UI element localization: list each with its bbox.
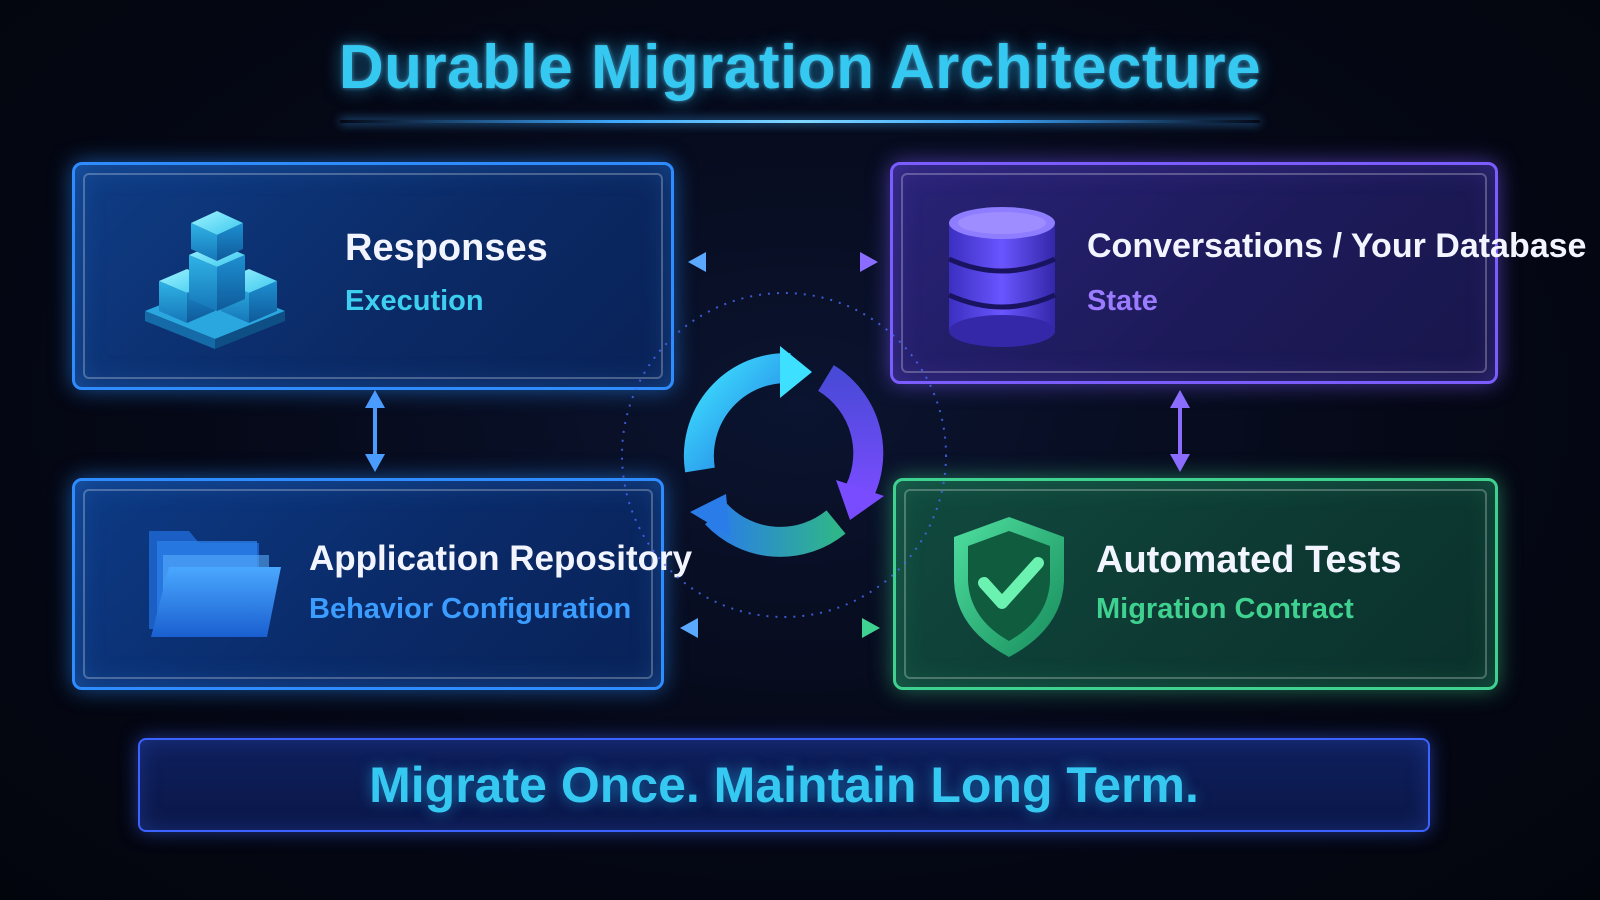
footer-banner: Migrate Once. Maintain Long Term. (138, 738, 1430, 832)
database-icon (947, 207, 1057, 347)
folder-icon (149, 531, 281, 637)
connector-repository-tests (680, 618, 880, 638)
footer-tagline: Migrate Once. Maintain Long Term. (369, 757, 1199, 813)
tests-title: Automated Tests (1096, 539, 1402, 581)
tests-subtitle: Migration Contract (1096, 593, 1354, 625)
cycle-arrows-icon (683, 346, 884, 557)
repository-card: Application Repository Behavior Configur… (72, 478, 692, 690)
cubes-icon (145, 211, 285, 349)
tests-card: Automated Tests Migration Contract (893, 478, 1498, 690)
responses-card: Responses Execution (72, 162, 674, 390)
connector-conversations-tests (1170, 390, 1190, 472)
responses-title: Responses (345, 227, 548, 269)
shield-check-icon (954, 517, 1064, 657)
title-divider (340, 120, 1260, 123)
conversations-title: Conversations / Your Database (1087, 227, 1587, 265)
conversations-subtitle: State (1087, 285, 1158, 317)
card-inner-border (83, 173, 663, 379)
connector-responses-repository (365, 390, 385, 472)
connector-responses-conversations (688, 252, 878, 272)
repository-subtitle: Behavior Configuration (309, 593, 632, 625)
repository-title: Application Repository (309, 539, 693, 578)
conversations-card: Conversations / Your Database State (890, 162, 1586, 384)
responses-subtitle: Execution (345, 285, 484, 317)
card-inner-border (901, 173, 1487, 373)
diagram-title: Durable Migration Architecture (338, 33, 1262, 102)
